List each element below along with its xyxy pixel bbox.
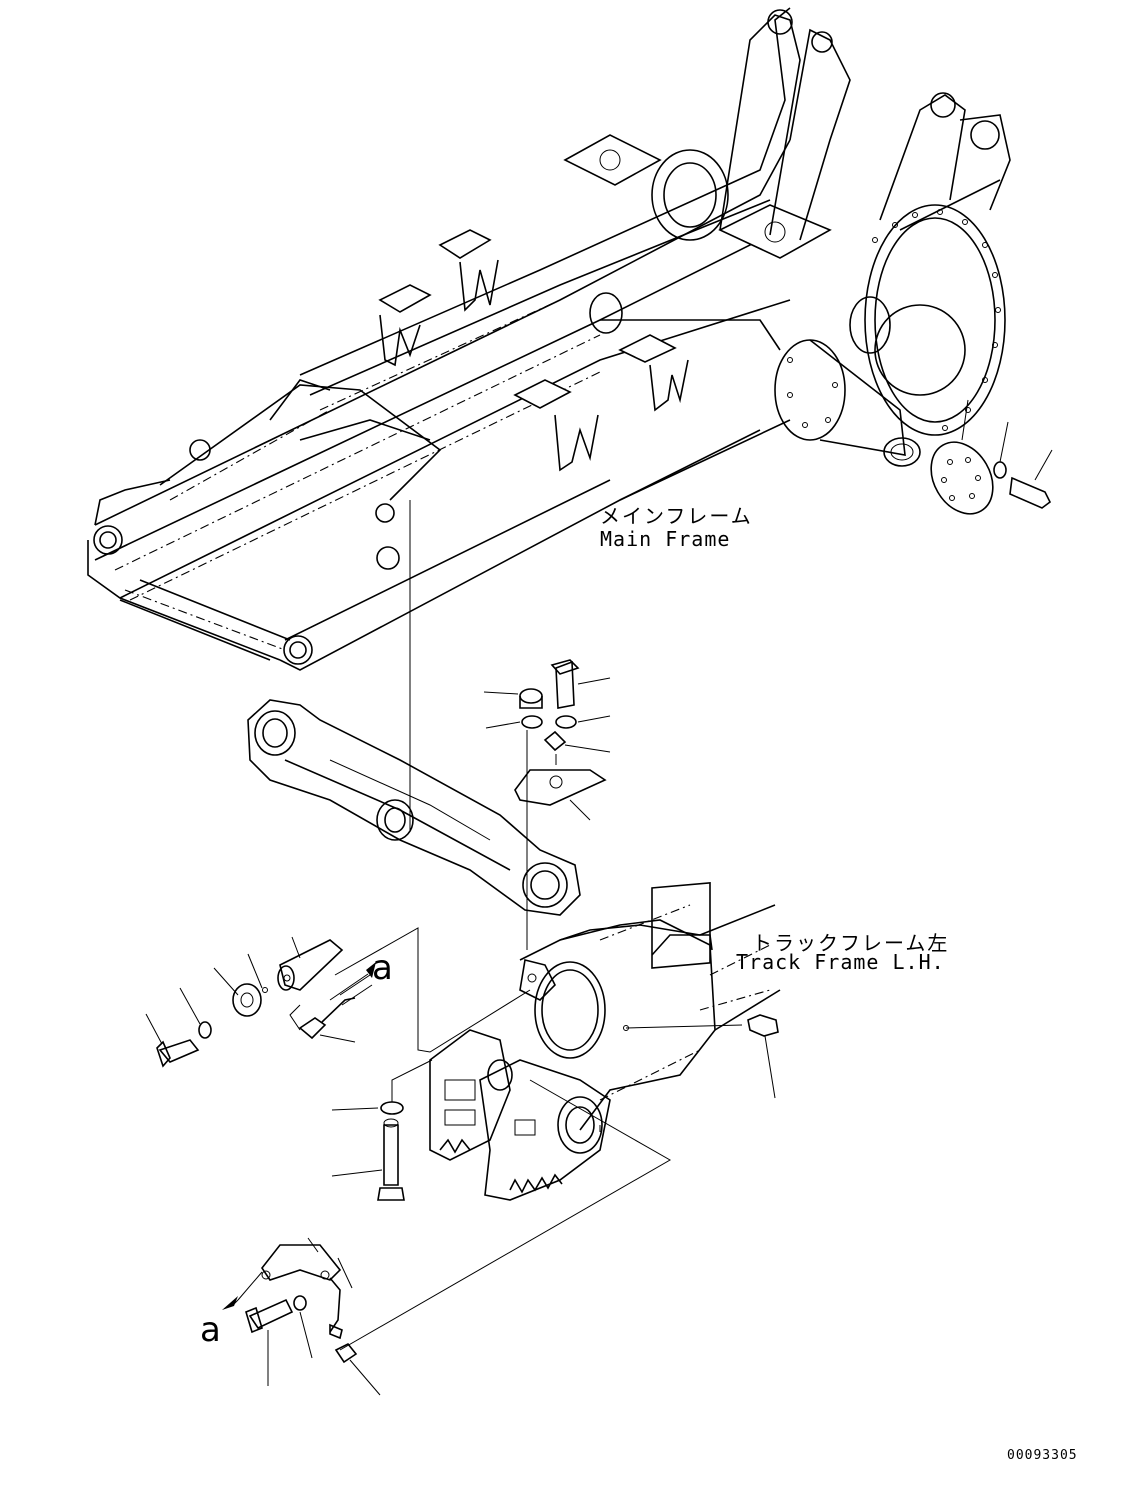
- housing-bolt-holes: [787, 209, 1001, 431]
- vertical-bolt: [331, 1059, 433, 1201]
- callout-a-bottom: a: [200, 1310, 221, 1350]
- callout-arrow-top: [329, 962, 376, 1001]
- track-frame-label-jp: トラックフレーム左: [752, 931, 950, 955]
- track-frame-drawing: [429, 882, 781, 1201]
- document-number: 00093305: [1007, 1448, 1078, 1463]
- pin-assembly: [145, 927, 531, 1068]
- guard-assembly: [222, 1237, 381, 1396]
- callout-a-top: a: [372, 948, 393, 988]
- main-frame-drawing: [87, 7, 1011, 671]
- main-frame-label-jp: メインフレーム: [600, 504, 753, 528]
- main-frame-label-en: Main Frame: [600, 527, 731, 551]
- equalizer-bar-drawing: [247, 699, 581, 916]
- sprocket-cover-assembly: [930, 399, 1053, 515]
- track-frame-plug: [747, 1014, 779, 1099]
- track-frame-label-en: Track Frame L.H.: [736, 950, 945, 974]
- equalizer-pin-hardware: [483, 659, 611, 950]
